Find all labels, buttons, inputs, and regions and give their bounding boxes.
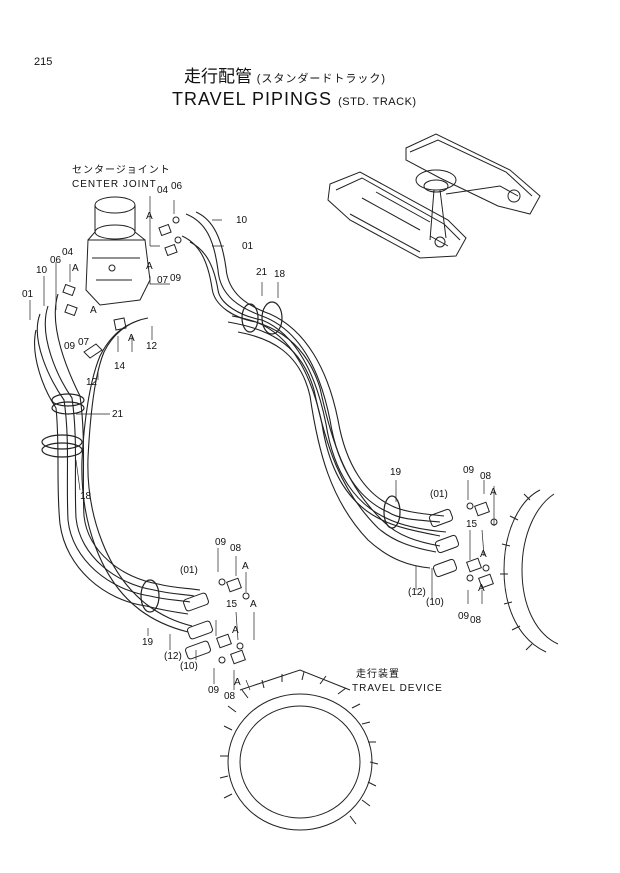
title-en-main: TRAVEL PIPINGS [172,89,333,109]
callout-label: A [490,487,497,498]
callout-label: 10 [236,215,248,226]
travel-device-caption-en: TRAVEL DEVICE [352,683,443,694]
callout-label: 09 [64,341,76,352]
callout-label: 10 [36,265,48,276]
callout-label: 18 [80,491,92,502]
subtitle-jp: (スタンダードトラック) [256,73,387,85]
callout-label: A [250,599,257,610]
callout-label: (12) [164,651,182,662]
callout-label: 21 [256,267,268,278]
callout-label: 06 [171,181,183,192]
callout-label: A [234,677,241,688]
callout-label: A [146,211,153,222]
callout-label: 07 [78,337,90,348]
title-en: TRAVEL PIPINGS (STD. TRACK) [172,90,417,108]
callout-label: 09 [215,537,227,548]
callout-label: A [232,625,239,636]
callout-label: 06 [50,255,62,266]
callout-label: 04 [62,247,74,258]
hose-bundle-right [181,211,447,569]
callout-label: (01) [430,489,448,500]
title-jp-main: 走行配管 [184,67,252,86]
callout-label: A [90,305,97,316]
callout-label: 15 [226,599,238,610]
machine-overview-sketch [327,133,541,259]
callout-label: A [480,549,487,560]
callout-label: 12 [86,377,98,388]
callout-label: 09 [463,465,475,476]
page-number: 215 [34,56,53,68]
callout-label: 15 [466,519,478,530]
left-travel-fittings [183,577,250,665]
callout-label: 08 [480,471,492,482]
title-jp: 走行配管 (スタンダードトラック) [184,68,386,85]
callout-label: A [478,583,485,594]
callout-label: (12) [408,587,426,598]
callout-label: 08 [470,615,482,626]
callout-label: 12 [146,341,158,352]
callout-label: 14 [114,361,126,372]
hose-clamps [41,301,401,613]
callout-label: A [242,561,249,572]
center-joint-caption-jp: センタージョイント [72,165,171,176]
center-joint-sketch [85,196,151,306]
center-joint-fittings [62,216,182,359]
callout-label: (10) [180,661,198,672]
right-travel-sprocket [500,489,559,653]
callout-label: 19 [142,637,154,648]
callout-label: A [128,333,135,344]
callout-label: 07 [157,275,169,286]
callout-label: 09 [458,611,470,622]
callout-label: 21 [112,409,124,420]
travel-device-sprocket [219,669,379,831]
callout-label: 01 [22,289,34,300]
center-joint-caption-en: CENTER JOINT [72,179,157,190]
subtitle-en: (STD. TRACK) [338,96,417,108]
leader-lines [29,196,495,691]
callout-label: 18 [274,269,286,280]
callout-label: 19 [390,467,402,478]
callout-label: 08 [230,543,242,554]
callout-label: (10) [426,597,444,608]
callout-label: 01 [242,241,254,252]
travel-device-caption-jp: 走行装置 [356,669,400,680]
hose-bundle-left [34,293,201,633]
callout-label: 09 [208,685,220,696]
callout-label: A [72,263,79,274]
callout-label: 09 [170,273,182,284]
callout-label: (01) [180,565,198,576]
callout-label: 08 [224,691,236,702]
callout-label: 04 [157,185,169,196]
callout-label: A [146,261,153,272]
right-travel-fittings [428,501,498,589]
